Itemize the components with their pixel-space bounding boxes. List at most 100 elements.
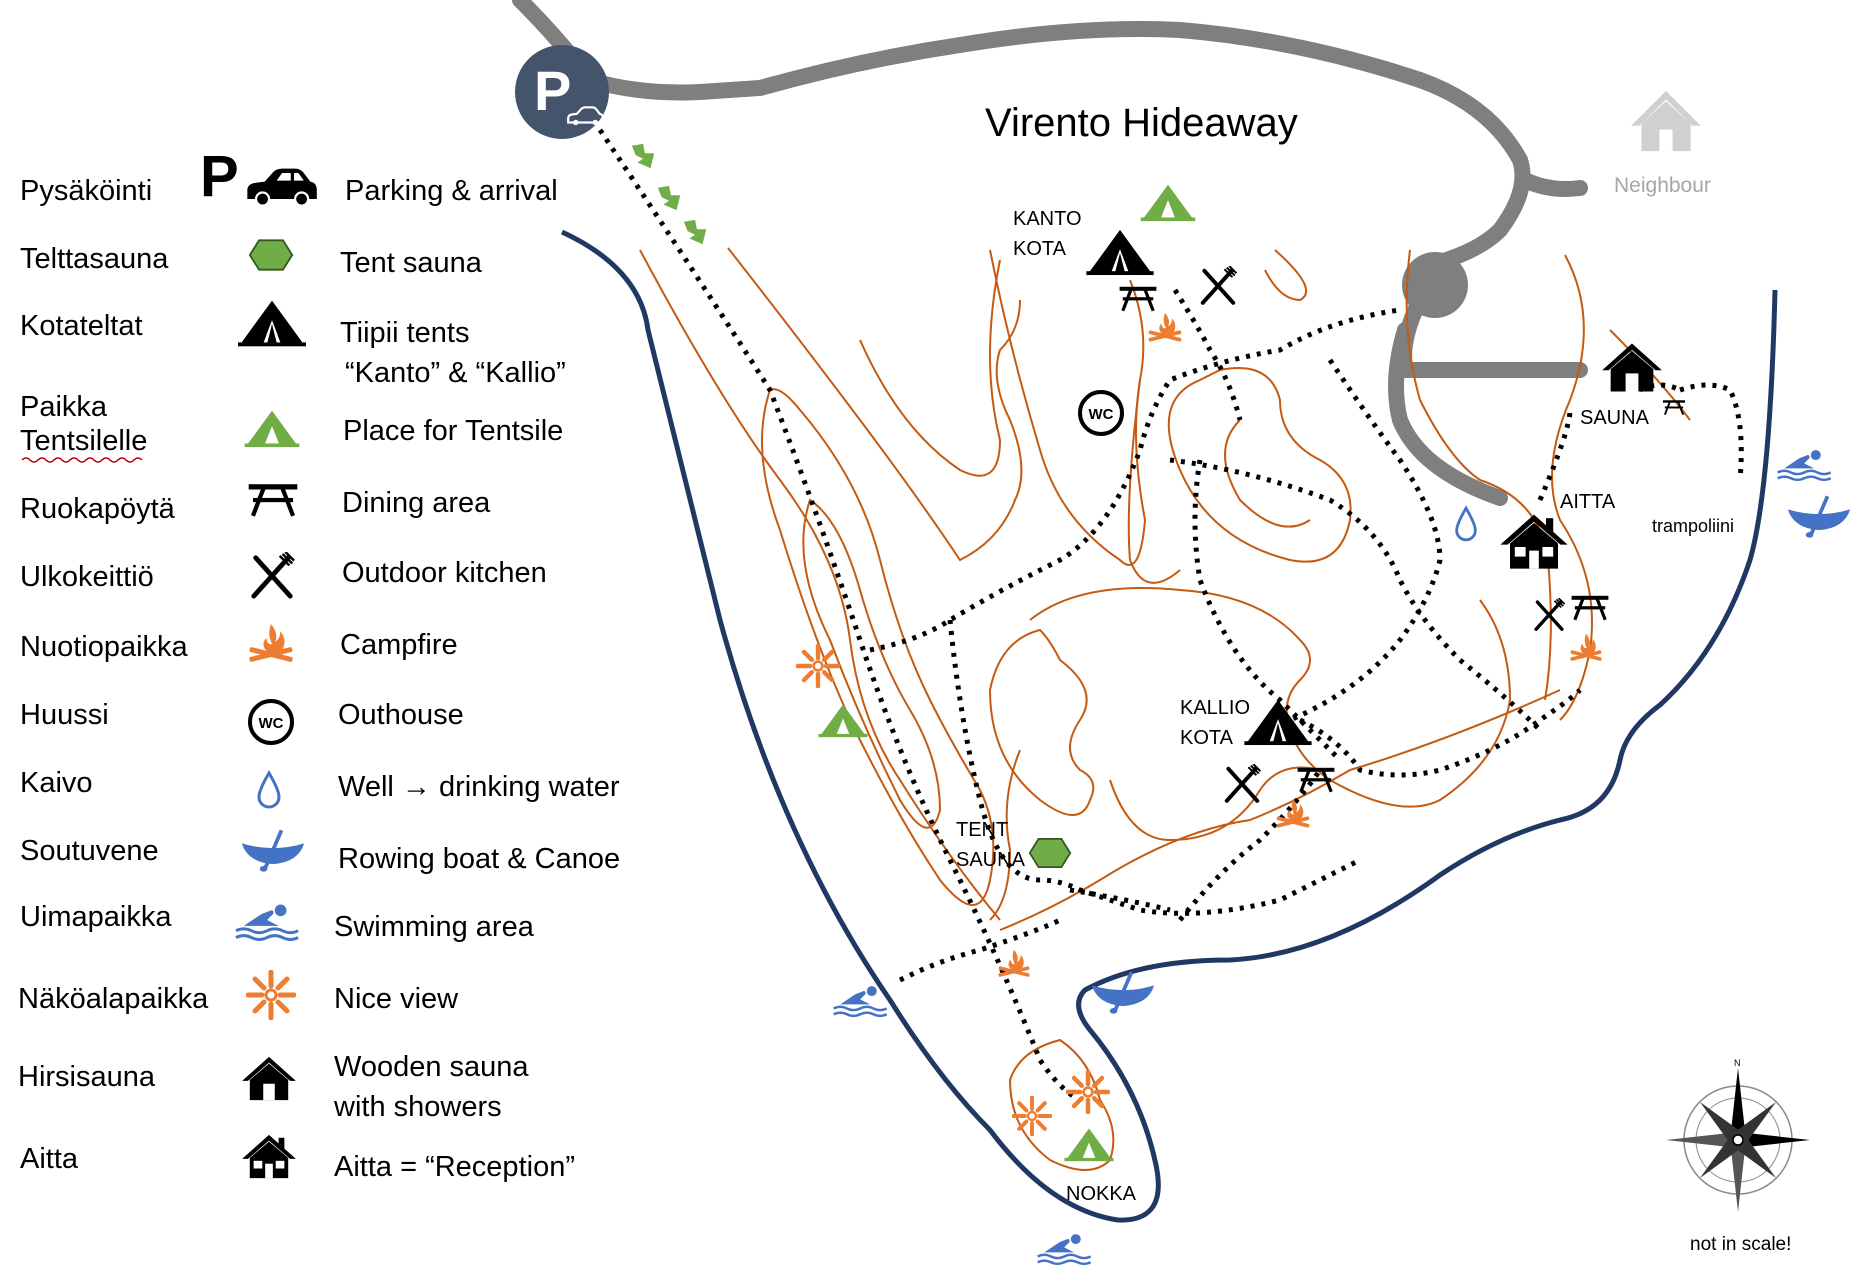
canoe-south-icon	[1090, 970, 1156, 1014]
house-icon	[242, 1056, 296, 1101]
swim-east-icon	[1776, 448, 1832, 482]
legend-en-swim: Swimming area	[334, 911, 535, 943]
legend-fi-tentsile-2: Tentsilelle	[20, 425, 147, 457]
legend-row-tentsile: Paikka Tentsilelle Place for Tentsile	[20, 391, 563, 463]
nice-view-icon	[248, 972, 294, 1018]
contour-n4	[1127, 379, 1181, 584]
legend-en-aitta: Aitta = “Reception”	[334, 1151, 575, 1183]
kanto-label-1: KANTO	[1013, 208, 1082, 230]
legend-en-tentsile: Place for Tentsile	[343, 415, 563, 447]
tent-sauna-label-2: SAUNA	[956, 849, 1026, 871]
tipi-tent-icon	[238, 300, 306, 347]
legend-en-sauna-1: Wooden sauna	[334, 1051, 529, 1083]
legend-en-sauna-2: with showers	[333, 1091, 502, 1123]
compass-rose-icon: N	[1666, 1058, 1810, 1212]
sauna-label: SAUNA	[1580, 407, 1650, 429]
aitta-campfire-icon	[1570, 633, 1602, 662]
contour-center-inner	[1224, 419, 1311, 528]
canoe-east-icon	[1786, 494, 1852, 538]
canoe-icon	[240, 828, 306, 872]
green-tent-icon	[244, 410, 300, 448]
legend-parking-letter-icon: P	[200, 144, 239, 209]
legend-fi-parking: Pysäköinti	[20, 175, 152, 207]
ridge-tentsile-icon	[818, 704, 868, 738]
trail-sauna-aitta	[1537, 409, 1573, 501]
campfire-icon	[248, 624, 294, 663]
parking-area: P	[515, 45, 609, 139]
legend-en-view: Nice view	[334, 983, 459, 1015]
legend-fi-view: Näköalapaikka	[18, 983, 209, 1015]
kanto-label-2: KOTA	[1013, 238, 1067, 260]
kanto-tentsile-icon	[1140, 184, 1196, 222]
legend-en-campfire: Campfire	[340, 629, 458, 661]
nokka-view-icon-1	[1068, 1072, 1108, 1112]
scale-note: not in scale!	[1690, 1234, 1791, 1255]
trail-middle-east	[1169, 457, 1542, 732]
contour-ridge-inner	[802, 498, 942, 829]
arrival-arrow-icon-2	[657, 185, 681, 211]
legend-row-outhouse: Huussi Outhouse	[20, 699, 464, 745]
nokka-label: NOKKA	[1066, 1183, 1137, 1205]
legend-fi-aitta: Aitta	[20, 1143, 79, 1175]
aitta-label: AITTA	[1560, 491, 1616, 513]
legend-en-well: Well → drinking water	[338, 771, 620, 803]
contour-center-top	[1167, 367, 1352, 563]
map-aitta-icon	[1500, 514, 1568, 569]
legend-en-tipi-1: Tiipii tents	[340, 317, 469, 349]
trail-trampoliini	[1679, 382, 1744, 481]
contour-lines	[639, 247, 1691, 1171]
legend-en-tipi-2: “Kanto” & “Kallio”	[345, 357, 566, 389]
kanto-campfire-icon	[1148, 312, 1182, 342]
tent-sauna-label-1: TENT	[956, 819, 1008, 841]
road-roundabout	[1402, 252, 1468, 318]
map-title: Virento Hideaway	[985, 101, 1298, 145]
legend-row-tent-sauna: Telttasauna Tent sauna	[20, 239, 483, 279]
legend-en-parking: Parking & arrival	[345, 175, 558, 207]
swimmer-icon	[234, 903, 300, 941]
legend-row-tipi: Kotateltat Tiipii tents “Kanto” & “Kalli…	[20, 300, 566, 389]
aitta-table-icon	[1570, 594, 1610, 622]
legend-row-well: Kaivo Well → drinking water	[20, 767, 620, 809]
compass-n-label: N	[1734, 1058, 1741, 1068]
sauna-table-icon	[1662, 399, 1686, 416]
contour-tent-sauna	[989, 749, 1021, 921]
arrival-arrow-icon-1	[631, 143, 655, 169]
contour-middle	[1029, 587, 1512, 808]
swim-west-icon	[832, 984, 888, 1018]
contour-n2	[859, 259, 1002, 477]
legend-en-dining: Dining area	[342, 487, 491, 519]
contour-ridge-outer	[761, 388, 995, 906]
trail-aitta	[1289, 358, 1443, 723]
ridge-view-icon	[798, 646, 838, 686]
trail-main	[597, 128, 1082, 1103]
picnic-table-icon	[249, 484, 298, 516]
map-sauna-icon	[1602, 343, 1662, 392]
kanto-kitchen-icon	[1200, 266, 1238, 305]
legend-row-dining: Ruokapöytä Dining area	[20, 484, 491, 525]
legend-fi-outhouse: Huussi	[20, 699, 109, 731]
contour-e2	[1551, 254, 1593, 721]
road-to-well	[1388, 322, 1508, 506]
legend-fi-tipi: Kotateltat	[20, 310, 143, 342]
trampoliini-label: trampoliini	[1652, 516, 1734, 536]
kallio-kitchen-icon	[1224, 764, 1262, 803]
neighbour-house-icon	[1631, 90, 1701, 152]
legend-fi-kitchen: Ulkokeittiö	[20, 561, 154, 593]
map-tent-sauna-icon	[1028, 837, 1072, 869]
map: P Virento Hideaway Neighbour KANTO KOTA …	[512, 0, 1852, 1266]
contour-hill-1	[988, 628, 1095, 816]
legend-row-boat: Soutuvene Rowing boat & Canoe	[20, 828, 620, 875]
south-campfire-icon	[998, 949, 1030, 978]
nokka-view-icon-2	[1012, 1096, 1052, 1136]
water-drop-icon	[257, 771, 281, 809]
shoreline	[560, 229, 1778, 1223]
contour-n3	[989, 249, 1147, 566]
contour-s1	[1109, 766, 1321, 842]
trail-sw	[898, 917, 1062, 983]
kallio-label-2: KOTA	[1180, 727, 1234, 749]
legend-row-campfire: Nuotiopaikka Campfire	[20, 624, 458, 663]
kallio-label-1: KALLIO	[1180, 697, 1250, 719]
arrival-arrow-icon-3	[683, 219, 707, 245]
